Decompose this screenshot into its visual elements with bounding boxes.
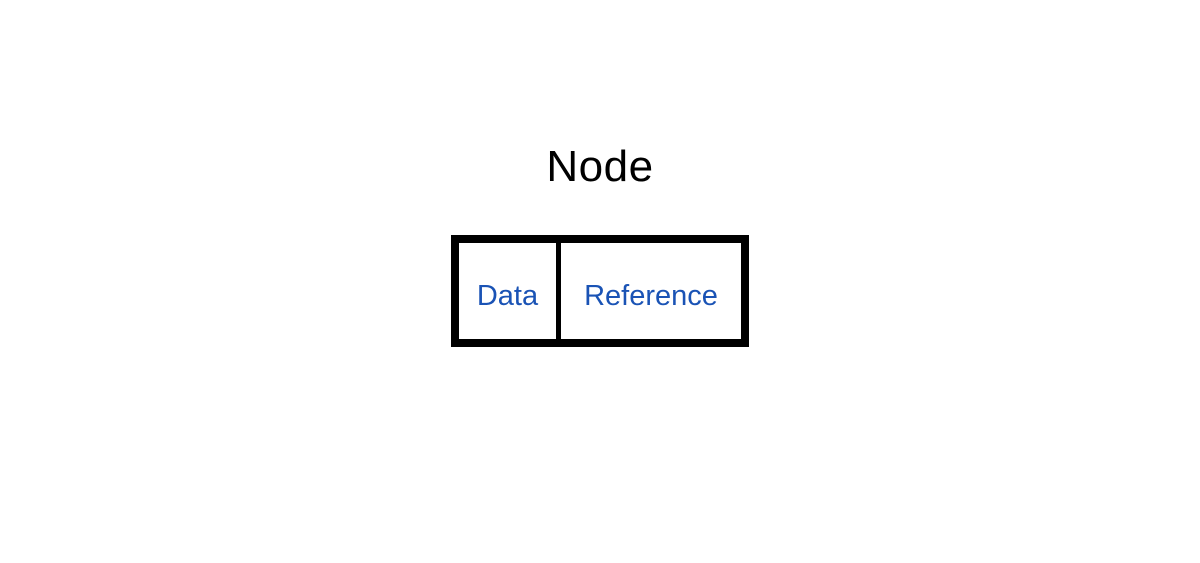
- node-box: Data Reference: [451, 235, 749, 348]
- cell-divider: [556, 243, 561, 340]
- diagram-title: Node: [546, 142, 654, 191]
- node-cell-data: Data: [459, 243, 556, 340]
- node-cell-reference: Reference: [561, 243, 741, 340]
- node-diagram: Node Data Reference: [451, 142, 749, 348]
